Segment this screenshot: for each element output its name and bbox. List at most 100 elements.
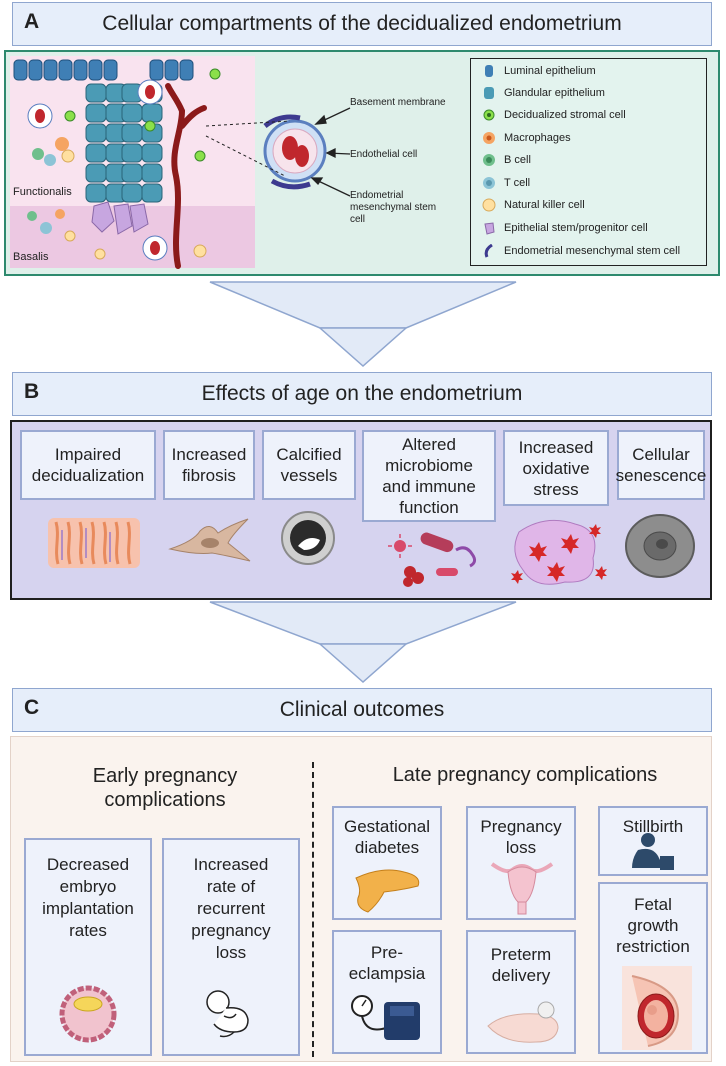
emsc-label: Endometrial mesenchymal stem cell — [350, 190, 436, 226]
effect-box-impaired-decidualization: Impaired decidualization — [20, 430, 156, 500]
effect-box-oxidative-stress: Increased oxidative stress — [503, 430, 609, 506]
uterus-icon — [490, 862, 554, 915]
effect-line: fibrosis — [182, 466, 236, 485]
effect-line: Altered — [402, 435, 456, 454]
legend-label: Epithelial stem/progenitor cell — [504, 222, 648, 234]
effect-line: Impaired — [54, 445, 122, 464]
legend-item: Epithelial stem/progenitor cell — [482, 221, 648, 235]
outcome-line: Pre- — [370, 943, 404, 962]
legend-item: Decidualized stromal cell — [482, 108, 626, 122]
effect-line: oxidative — [522, 458, 590, 478]
emsc-label-line-2: mesenchymal stem — [350, 202, 437, 213]
effect-box-text: Cellular senescence — [616, 444, 707, 486]
outcome-line: Fetal — [634, 895, 672, 914]
outcome-box-gestational-diabetes: Gestational diabetes — [332, 806, 442, 920]
grieving-person-icon — [632, 833, 674, 870]
outcome-line: loss — [505, 838, 537, 857]
legend-label: Luminal epithelium — [504, 65, 596, 77]
epithelial-stem-cell-icon — [484, 222, 495, 235]
legend-label: T cell — [504, 177, 531, 189]
effect-line: Increased — [518, 437, 594, 457]
panel-c-title-banner: Clinical outcomes — [12, 688, 712, 732]
effect-box-calcified-vessels: Calcified vessels — [262, 430, 356, 500]
legend-label: Endometrial mesenchymal stem cell — [504, 245, 681, 257]
outcome-line: delivery — [491, 966, 551, 985]
emsc-label-line-1: Endometrial — [350, 190, 404, 201]
outcome-box-text: Decreased embryo implantation rates — [42, 854, 134, 942]
outcome-box-text: Fetal growth restriction — [616, 894, 690, 957]
outcome-line: rate of — [206, 877, 256, 896]
effect-box-cellular-senescence: Cellular senescence — [616, 430, 707, 500]
outcome-box-text: Increased rate of recurrent pregnancy lo… — [191, 854, 270, 964]
early-heading-line: complications — [104, 789, 226, 811]
b-cell-icon — [483, 154, 495, 166]
outcome-box-pregnancy-loss: Pregnancy loss — [466, 806, 576, 920]
panel-a-title: Cellular compartments of the decidualize… — [102, 12, 622, 35]
legend-item: Glandular epithelium — [482, 86, 605, 100]
panel-c-title: Clinical outcomes — [279, 698, 445, 721]
legend-label: Glandular epithelium — [504, 87, 605, 99]
legend-item: Macrophages — [482, 131, 571, 145]
arrow-a-to-b — [209, 281, 517, 368]
legend-item: T cell — [482, 176, 530, 190]
effect-line: Increased — [171, 445, 247, 464]
arrow-b-to-c — [209, 601, 517, 684]
outcome-line: recurrent — [196, 899, 265, 918]
outcome-line: Stillbirth — [622, 817, 684, 836]
effect-box-text: Calcified vessels — [276, 444, 341, 486]
legend-label: Natural killer cell — [504, 199, 585, 211]
outcome-line: Preterm — [490, 945, 552, 964]
effect-line: and immune — [382, 477, 476, 496]
outcome-line: Increased — [193, 855, 269, 874]
outcome-line: growth — [627, 916, 679, 935]
stromal-cell-icon — [483, 109, 495, 121]
outcome-box-text: Preterm delivery — [491, 944, 551, 986]
t-cell-icon — [483, 177, 495, 189]
outcome-box-text: Gestational diabetes — [344, 816, 430, 858]
effect-line: vessels — [280, 466, 338, 485]
effect-box-text: Increased fibrosis — [172, 444, 247, 486]
pregnant-abdomen-icon — [622, 966, 692, 1050]
macrophage-icon — [483, 132, 495, 144]
blood-pressure-cuff-icon — [351, 995, 420, 1040]
decidualization-tissue-icon — [48, 518, 140, 568]
legend-box — [470, 58, 707, 266]
effect-line: microbiome — [385, 456, 473, 475]
emsc-label-line-3: cell — [350, 214, 366, 225]
legend-item: Endometrial mesenchymal stem cell — [482, 244, 680, 258]
endometrium-illustration — [10, 56, 351, 269]
embryo-blastocyst-icon — [59, 985, 117, 1043]
mesenchymal-stem-cell-icon — [484, 244, 493, 258]
panel-b-letter: B — [24, 380, 40, 403]
fetus-icon — [206, 990, 249, 1038]
divider-line — [312, 762, 314, 1057]
outcome-line: diabetes — [354, 838, 420, 857]
legend-item: B cell — [482, 153, 531, 167]
outcome-line: restriction — [616, 937, 690, 956]
outcome-line: pregnancy — [191, 921, 271, 940]
effect-line: senescence — [615, 466, 707, 485]
panel-c-letter: C — [24, 696, 40, 719]
effect-line: function — [399, 498, 459, 517]
calcified-vessel-icon — [281, 511, 335, 565]
panel-b-title: Effects of age on the endometrium — [201, 382, 523, 405]
late-complications-heading: Late pregnancy complications — [392, 764, 658, 786]
effect-line: decidualization — [31, 466, 145, 485]
early-heading-line: Early pregnancy — [92, 765, 238, 787]
glandular-epithelium-icon — [484, 87, 494, 99]
nk-cell-icon — [482, 198, 496, 212]
basalis-label: Basalis — [13, 251, 49, 263]
outcome-line: implantation — [42, 899, 134, 918]
pancreas-icon — [355, 869, 420, 913]
outcome-box-text: Pregnancy loss — [480, 816, 561, 858]
effect-box-text: Increased oxidative stress — [519, 437, 594, 500]
effect-line: Cellular — [632, 445, 690, 464]
functionalis-label: Functionalis — [13, 186, 72, 198]
legend-label: B cell — [504, 154, 531, 166]
legend-item: Natural killer cell — [482, 198, 585, 212]
microbiome-icon — [388, 532, 477, 587]
panel-a-title-banner: Cellular compartments of the decidualize… — [12, 2, 712, 46]
outcome-line: embryo — [59, 877, 117, 896]
outcome-box-preterm-delivery: Preterm delivery — [466, 930, 576, 1054]
effect-box-text: Altered microbiome and immune function — [382, 434, 476, 518]
